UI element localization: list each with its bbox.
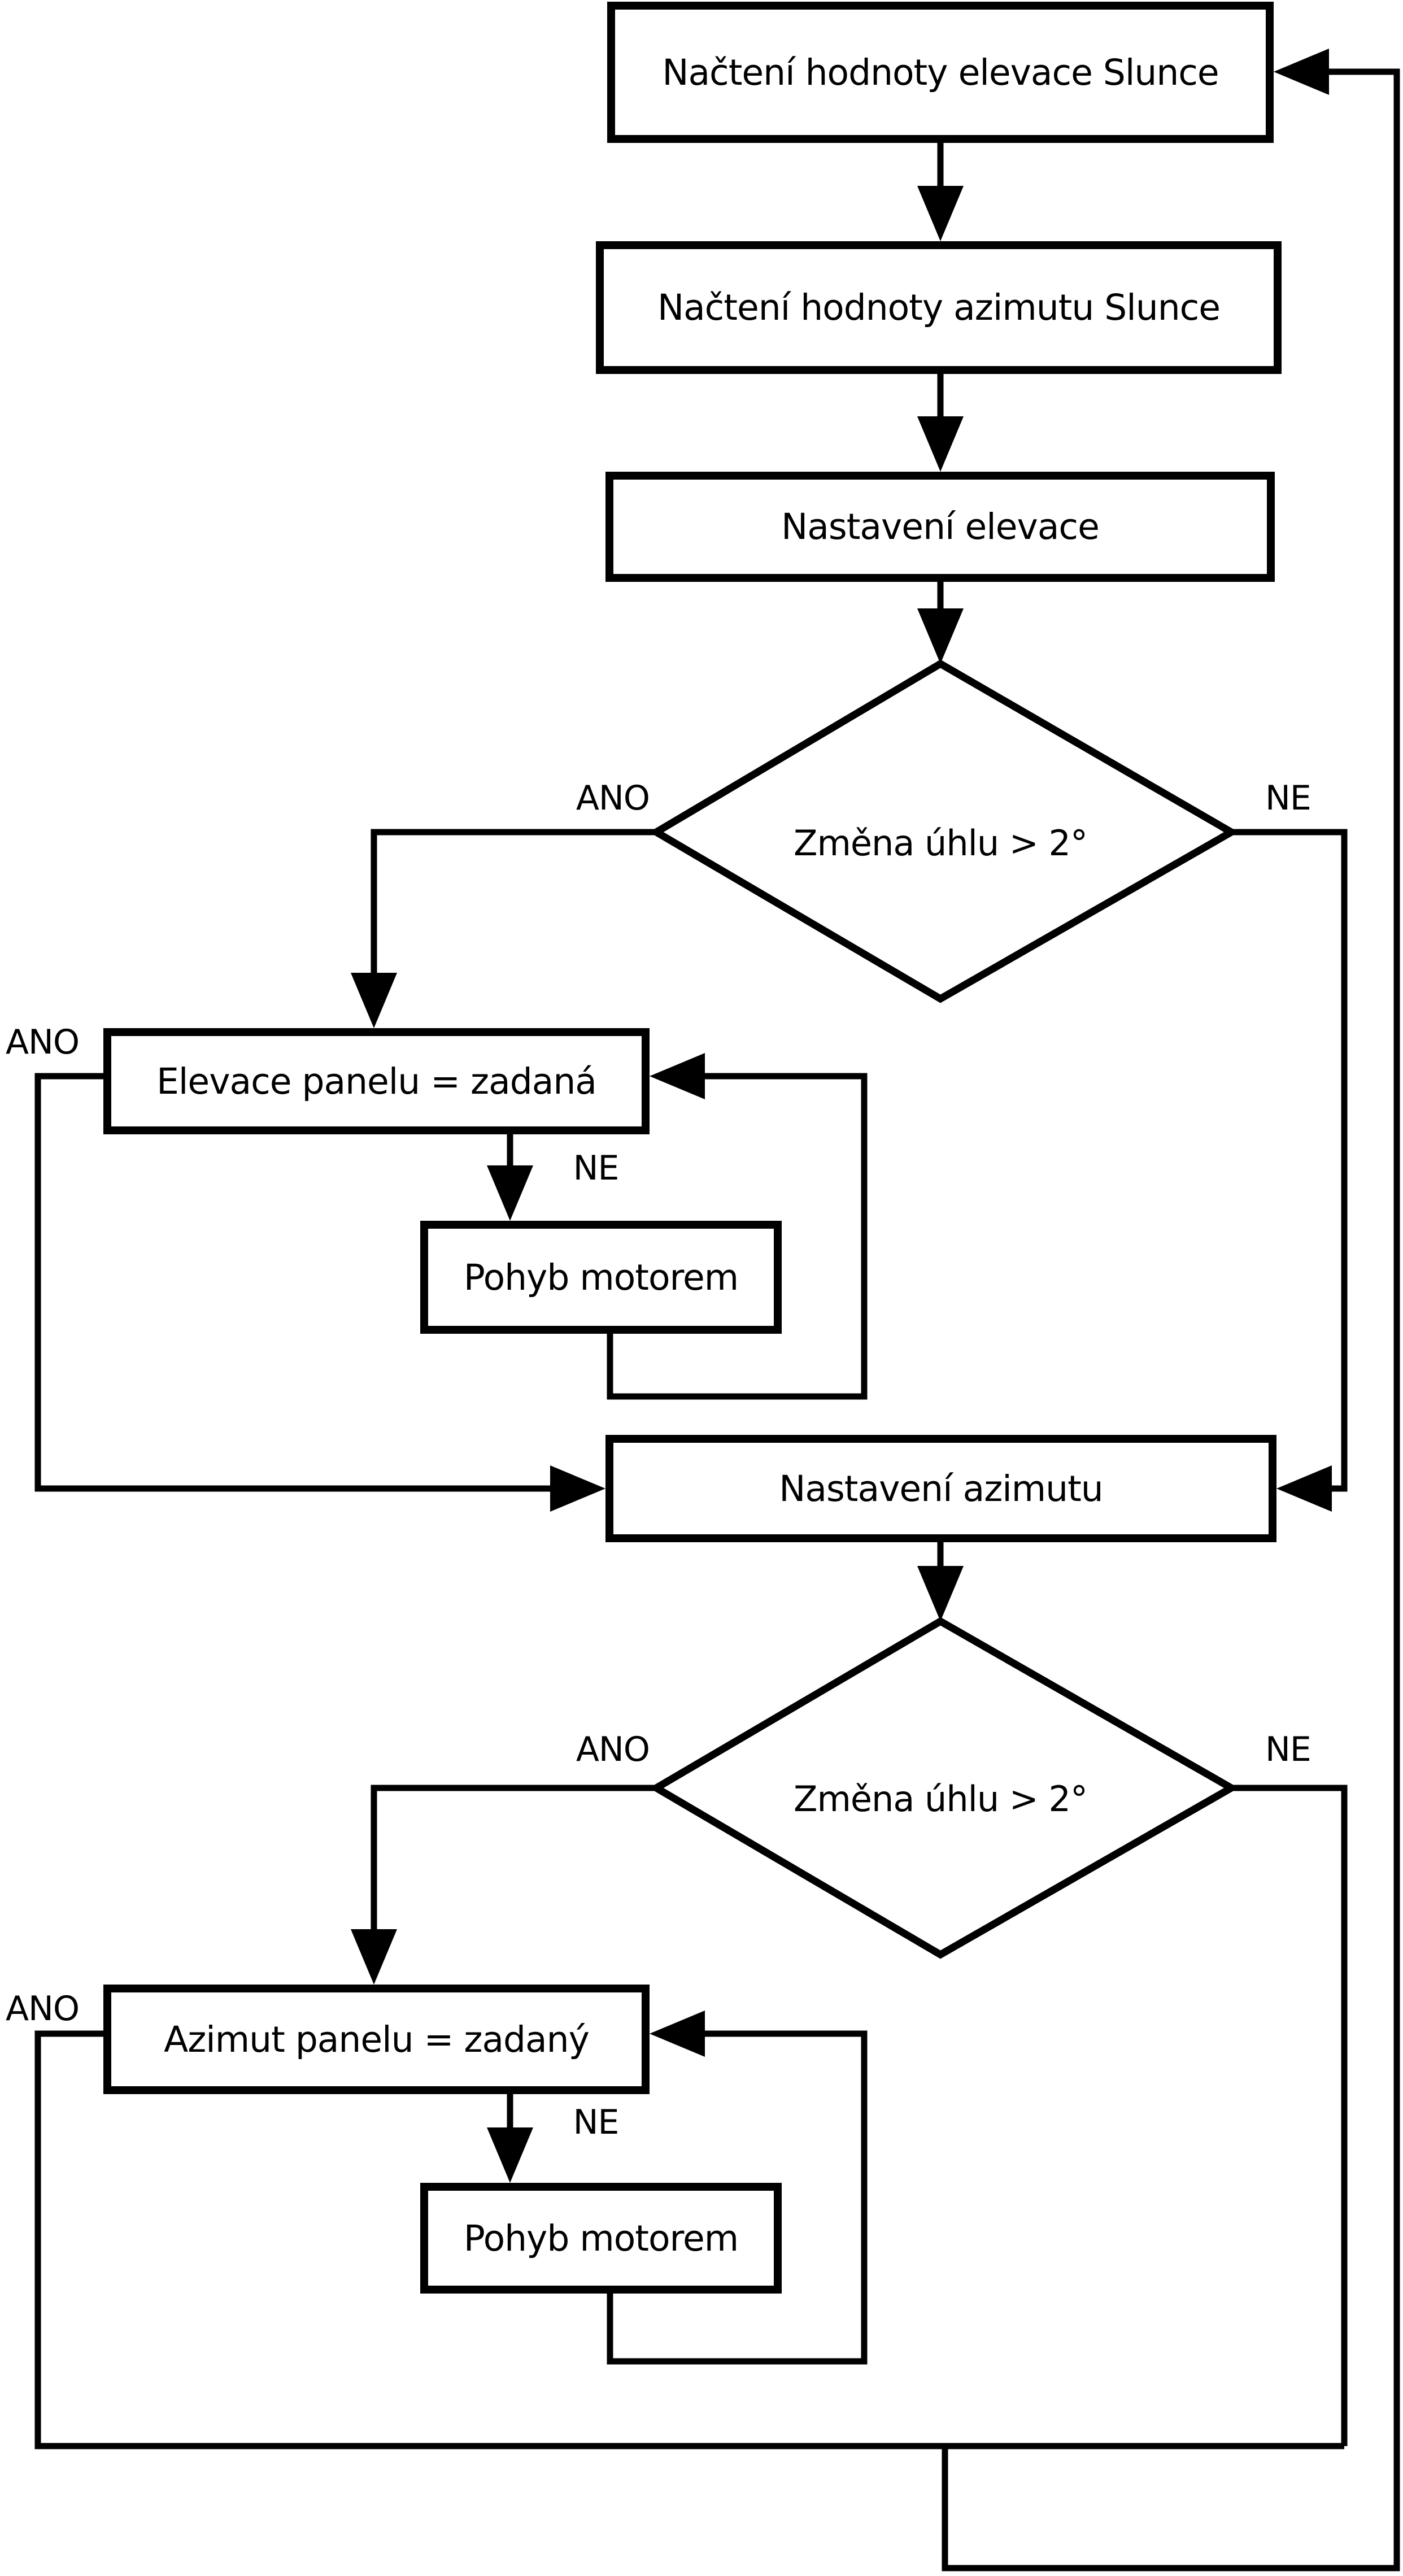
arrowhead-into-azimuth-motor	[487, 2127, 533, 2183]
edge-decision1-yes	[371, 829, 656, 975]
node-elevation-motor: Pohyb motorem	[420, 1221, 782, 1334]
node-read-elevation: Načtení hodnoty elevace Slunce	[607, 2, 1274, 143]
arrowhead-into-elevation-equal-top	[351, 973, 397, 1028]
edge-elevation-equal-yes-to-set-azimuth	[34, 1073, 552, 1492]
node-azimuth-equal: Azimut panelu = zadaný	[103, 1985, 650, 2094]
arrowhead-into-azimuth-equal-top	[351, 1929, 397, 1985]
edge-elevation-motor-loop	[607, 1073, 868, 1400]
decision-azimuth-angle-shape	[649, 1617, 1239, 1959]
arrowhead-into-set-azimuth-left	[550, 1465, 605, 1512]
edge-label-azimuth-equal-no: NE	[573, 2103, 620, 2142]
arrowhead-into-read-elevation	[1274, 49, 1329, 95]
arrowhead-into-read-azimuth	[917, 186, 964, 241]
arrowhead-into-azimuth-equal-right	[650, 2011, 705, 2057]
edge-return-to-start	[942, 68, 1400, 2571]
edge-label-decision1-yes: ANO	[576, 778, 650, 818]
edge-label-decision2-yes: ANO	[576, 1730, 650, 1769]
node-elevation-equal: Elevace panelu = zadaná	[103, 1028, 650, 1134]
node-decision-elevation-angle: Změna úhlu > 2°	[794, 823, 1088, 864]
arrowhead-into-elevation-equal-right	[650, 1053, 705, 1099]
edge-azimuth-motor-loop	[607, 2030, 868, 2365]
edge-decision2-no-down	[1231, 1785, 1348, 2446]
node-read-azimuth: Načtení hodnoty azimutu Slunce	[596, 241, 1282, 374]
node-azimuth-motor: Pohyb motorem	[420, 2183, 782, 2294]
edge-label-azimuth-equal-yes: ANO	[6, 1989, 80, 2029]
decision-elevation-angle-shape	[649, 659, 1239, 1003]
edge-decision2-yes	[371, 1785, 656, 1931]
arrowhead-into-set-elevation	[917, 416, 964, 472]
edge-label-decision1-no: NE	[1265, 778, 1312, 818]
edge-label-decision2-no: NE	[1265, 1730, 1312, 1769]
arrowhead-into-set-azimuth-right	[1276, 1465, 1332, 1512]
edge-label-elevation-equal-yes: ANO	[6, 1022, 80, 1062]
edge-decision1-no-to-set-azimuth	[1231, 829, 1348, 1492]
node-set-elevation: Nastavení elevace	[605, 472, 1275, 582]
arrowhead-into-elevation-motor	[487, 1165, 533, 1221]
arrowhead-into-decision1	[917, 608, 964, 664]
edge-azimuth-equal-yes-merge	[34, 2030, 1344, 2449]
arrowhead-into-decision2	[917, 1566, 964, 1621]
node-decision-azimuth-angle: Změna úhlu > 2°	[794, 1778, 1088, 1820]
edge-label-elevation-equal-no: NE	[573, 1148, 620, 1188]
node-set-azimuth: Nastavení azimutu	[605, 1435, 1276, 1542]
